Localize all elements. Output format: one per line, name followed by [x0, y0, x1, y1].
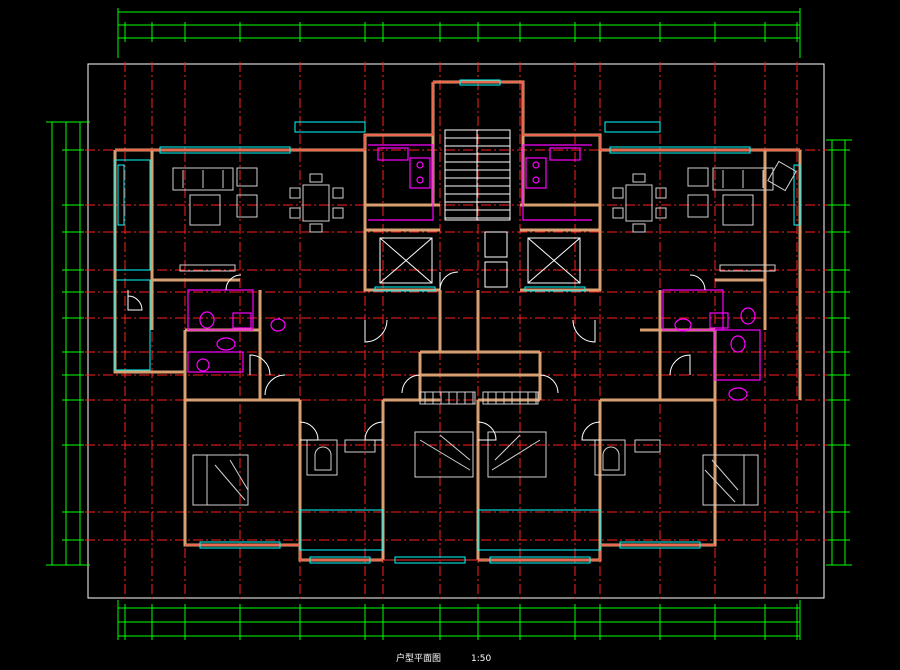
- furniture: [172, 160, 797, 506]
- bath-fixtures: [187, 289, 761, 401]
- doors: [127, 271, 706, 441]
- staircase: [444, 129, 511, 221]
- drawing-title: 户型平面图: [396, 654, 442, 664]
- shafts: [379, 231, 581, 288]
- dimension-left: [46, 121, 90, 566]
- wall-core: [115, 81, 800, 561]
- dimension-bottom: [117, 600, 801, 640]
- balconies: [114, 159, 601, 551]
- kitchen-fixtures: [368, 144, 592, 221]
- dimension-right: [826, 139, 852, 566]
- drawing-frame: [87, 63, 825, 599]
- title-block: 户型平面图 1:50: [396, 651, 491, 664]
- windows: [117, 79, 801, 564]
- dimension-top: [117, 8, 801, 58]
- drawing-scale: 1:50: [471, 654, 492, 664]
